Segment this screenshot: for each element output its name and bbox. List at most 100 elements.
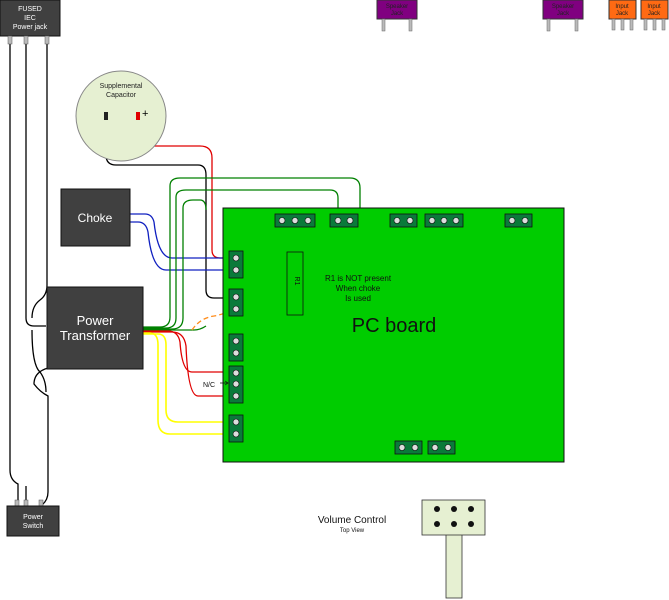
r1-note-line-3: Is used [345, 294, 371, 303]
volume-control-pin-2 [451, 506, 457, 512]
speaker-jack-1-pin-1 [381, 18, 386, 32]
connector-bottom-1 [394, 440, 423, 455]
speaker-jack-1-label-2: Jack [391, 11, 404, 17]
r1-note-line-2: When choke [336, 284, 381, 293]
speaker-jack-1-pin-2 [408, 18, 413, 32]
transformer-label-1: Power [77, 313, 115, 328]
connector-top-3 [389, 213, 418, 228]
power-jack-pin-2 [23, 35, 29, 45]
volume-control-pin-3 [468, 506, 474, 512]
input-jack-2-pin-1 [643, 18, 648, 31]
input-jack-2-pin-3 [661, 18, 666, 31]
wires [9, 38, 361, 506]
connector-top-4 [424, 213, 464, 228]
volume-control: Volume Control Top View [318, 499, 486, 599]
wire-green-3 [143, 199, 207, 330]
volume-control-pin-4 [434, 521, 440, 527]
input-jack-1-label-2: Jack [616, 11, 629, 17]
input-jack-2: Input Jack [640, 0, 669, 31]
nc-indicator-icon [220, 380, 229, 386]
capacitor-terminal-positive [136, 112, 140, 120]
capacitor-label-2: Capacitor [106, 92, 137, 99]
r1-footprint [286, 251, 304, 316]
volume-control-pin-6 [468, 521, 474, 527]
capacitor-terminal-negative [104, 112, 108, 120]
pc-board-body [222, 207, 565, 463]
wire-black-jack-to-transformer [25, 38, 46, 327]
r1-note-line-1: R1 is NOT present [325, 274, 392, 283]
speaker-jack-1-label-1: Speaker [386, 4, 408, 10]
capacitor-plus-sign: + [142, 108, 148, 120]
power-switch-label-2: Switch [23, 523, 44, 530]
wire-black-transformer-loop [31, 329, 47, 393]
volume-control-title: Volume Control [318, 515, 386, 526]
speaker-jack-2-body [542, 0, 584, 20]
input-jack-2-label-2: Jack [648, 11, 661, 17]
volume-control-subtitle: Top View [340, 528, 365, 534]
wire-black-jack-right [31, 38, 48, 319]
wire-yellow-1 [143, 332, 234, 435]
power-jack-label-1: FUSED [18, 6, 42, 13]
volume-control-pin-1 [434, 506, 440, 512]
input-jack-2-pin-2 [652, 18, 657, 31]
speaker-jack-1: Speaker Jack [376, 0, 418, 32]
volume-control-shaft [445, 533, 463, 599]
speaker-jack-2-label-2: Jack [557, 11, 570, 17]
wire-green-2 [143, 189, 339, 329]
connector-top-1 [274, 213, 316, 228]
input-jack-1-label-1: Input [615, 4, 629, 10]
connector-top-2 [329, 213, 359, 228]
power-transformer: Power Transformer [46, 286, 144, 370]
transformer-label-2: Transformer [60, 328, 131, 343]
power-switch-body [6, 505, 60, 537]
choke-body [60, 188, 131, 247]
capacitor-body [75, 70, 167, 162]
nc-label: N/C [203, 382, 215, 389]
input-jack-2-label-1: Input [647, 4, 661, 10]
speaker-jack-2: Speaker Jack [542, 0, 584, 32]
power-jack-pin-1 [7, 35, 13, 45]
r1-label: R1 [293, 277, 300, 286]
input-jack-1: Input Jack [608, 0, 637, 31]
power-jack-label-3: Power jack [13, 24, 48, 31]
input-jack-1-pin-3 [629, 18, 634, 31]
capacitor-label-1: Supplemental [100, 83, 143, 90]
connector-bottom-2 [427, 440, 456, 455]
input-jack-1-pin-2 [620, 18, 625, 31]
wire-black-transformer-to-switch [33, 367, 49, 506]
wire-black-capacitor [105, 116, 234, 299]
power-switch-label-1: Power [23, 514, 44, 521]
power-switch: Power Switch [6, 499, 60, 537]
wire-yellow-2 [143, 333, 234, 423]
speaker-jack-2-pin-1 [546, 18, 551, 32]
connector-left-4 [228, 365, 244, 404]
wire-green-4 [143, 325, 207, 331]
choke-label: Choke [78, 211, 113, 225]
speaker-jack-2-label-1: Speaker [552, 4, 574, 10]
wire-blue-choke-1 [130, 213, 234, 259]
connector-left-5 [228, 414, 244, 443]
wire-blue-choke-2 [130, 221, 234, 271]
input-jack-1-pin-1 [611, 18, 616, 31]
transformer-body [46, 286, 144, 370]
wire-black-jack-to-switch [9, 38, 19, 505]
connector-left-3 [228, 333, 244, 362]
power-jack: FUSED IEC Power jack [0, 0, 61, 45]
power-jack-body [0, 0, 61, 37]
power-jack-pin-3 [44, 35, 50, 45]
volume-control-pin-5 [451, 521, 457, 527]
connector-left-1 [228, 250, 244, 279]
power-jack-label-2: IEC [24, 15, 36, 22]
choke: Choke [60, 188, 131, 247]
speaker-jack-1-body [376, 0, 418, 20]
pc-board: R1 R1 is NOT present When choke Is used … [222, 207, 565, 463]
connector-left-2 [228, 288, 244, 317]
wire-red-transformer-2 [143, 331, 234, 397]
supplemental-capacitor: Supplemental Capacitor + [75, 70, 167, 162]
pc-board-title: PC board [352, 315, 437, 337]
volume-control-body [421, 499, 486, 536]
wire-green-1 [143, 177, 361, 328]
speaker-jack-2-pin-2 [574, 18, 579, 32]
connector-top-5 [504, 213, 533, 228]
